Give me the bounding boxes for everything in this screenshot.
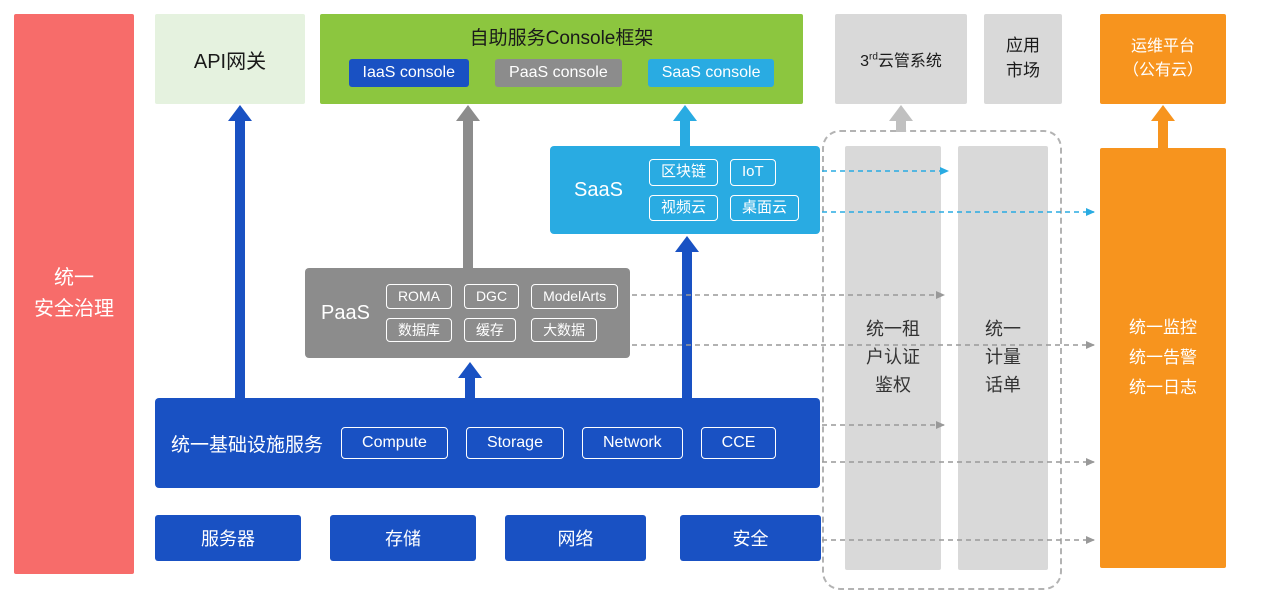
- arrow-shaft: [463, 119, 473, 268]
- arrow-head: [673, 105, 697, 121]
- tenant-auth-bar: 统一租 户认证 鉴权: [845, 146, 941, 570]
- hardware-box-server: 服务器: [155, 515, 301, 561]
- arrow-head: [456, 105, 480, 121]
- arrow-head: [1151, 105, 1175, 121]
- paas-chip-database: 数据库: [385, 317, 452, 343]
- metering-billing-bar: 统一 计量 话单: [958, 146, 1048, 570]
- arrow-head: [228, 105, 252, 121]
- arrow-head: [889, 105, 913, 121]
- hardware-box-storage: 存储: [330, 515, 476, 561]
- arrow-monitoring-to-ops-platform: [1151, 105, 1175, 148]
- arrow-saas-to-console: [673, 105, 697, 146]
- arrow-shaft: [680, 119, 690, 146]
- paas-chip-dgc: DGC: [463, 283, 520, 309]
- arrow-tenant-to-third-party: [889, 105, 913, 132]
- arrow-head: [458, 362, 482, 378]
- saas-layer-label: SaaS: [574, 178, 623, 201]
- arrow-shaft: [682, 250, 692, 398]
- saas-layer-box: SaaS 区块链 IoT 视频云 桌面云: [550, 146, 820, 234]
- arrow-infra-to-saas: [675, 236, 699, 398]
- arrow-head: [675, 236, 699, 252]
- paas-chip-bigdata: 大数据: [531, 317, 598, 343]
- third-party-cloud-box: 3rd云管系统: [835, 14, 967, 104]
- arrow-infra-to-api-gateway: [228, 105, 252, 398]
- paas-chip-modelarts: ModelArts: [531, 283, 619, 309]
- paas-chip-cache: 缓存: [463, 317, 516, 343]
- iaas-console-button: IaaS console: [348, 59, 470, 87]
- hardware-box-network: 网络: [505, 515, 646, 561]
- console-buttons: IaaS console PaaS console SaaS console: [348, 59, 775, 87]
- infrastructure-layer-label: 统一基础设施服务: [171, 434, 324, 456]
- infra-chip-network: Network: [581, 427, 683, 459]
- saas-chip-iot: IoT: [729, 159, 776, 186]
- infra-chip-cce: CCE: [700, 427, 777, 459]
- infra-chip-storage: Storage: [465, 427, 564, 459]
- paas-console-button: PaaS console: [495, 59, 622, 87]
- ops-platform-box: 运维平台 （公有云）: [1100, 14, 1226, 104]
- console-framework-title: 自助服务Console框架: [469, 28, 654, 49]
- paas-chip-grid: ROMA DGC ModelArts 数据库 缓存 大数据: [385, 283, 619, 343]
- app-market-box: 应用 市场: [984, 14, 1062, 104]
- arrow-infra-to-paas: [458, 362, 482, 398]
- monitoring-alert-log-bar: 统一监控 统一告警 统一日志: [1100, 148, 1226, 568]
- arrow-shaft: [235, 119, 245, 398]
- hardware-box-security: 安全: [680, 515, 821, 561]
- arrow-shaft: [465, 376, 475, 398]
- security-governance-bar: 统一 安全治理: [14, 14, 134, 574]
- infra-chip-compute: Compute: [341, 427, 448, 459]
- third-party-cloud-label: 3rd云管系统: [860, 51, 942, 70]
- paas-layer-label: PaaS: [321, 301, 370, 324]
- saas-chip-desktop-cloud: 桌面云: [729, 194, 799, 221]
- saas-chip-blockchain: 区块链: [648, 159, 718, 186]
- paas-layer-box: PaaS ROMA DGC ModelArts 数据库 缓存 大数据: [305, 268, 630, 358]
- saas-chip-grid: 区块链 IoT 视频云 桌面云: [648, 159, 799, 221]
- paas-chip-roma: ROMA: [385, 283, 452, 309]
- infrastructure-layer-box: 统一基础设施服务 Compute Storage Network CCE: [155, 398, 820, 488]
- saas-console-button: SaaS console: [647, 59, 775, 87]
- console-framework-box: 自助服务Console框架 IaaS console PaaS console …: [320, 14, 803, 104]
- tenant-services-dashed-container: [822, 130, 1062, 590]
- infrastructure-chip-row: Compute Storage Network CCE: [341, 427, 777, 459]
- saas-chip-video-cloud: 视频云: [648, 194, 718, 221]
- api-gateway-box: API网关: [155, 14, 305, 104]
- arrow-paas-to-console: [456, 105, 480, 268]
- arrow-shaft: [1158, 119, 1168, 148]
